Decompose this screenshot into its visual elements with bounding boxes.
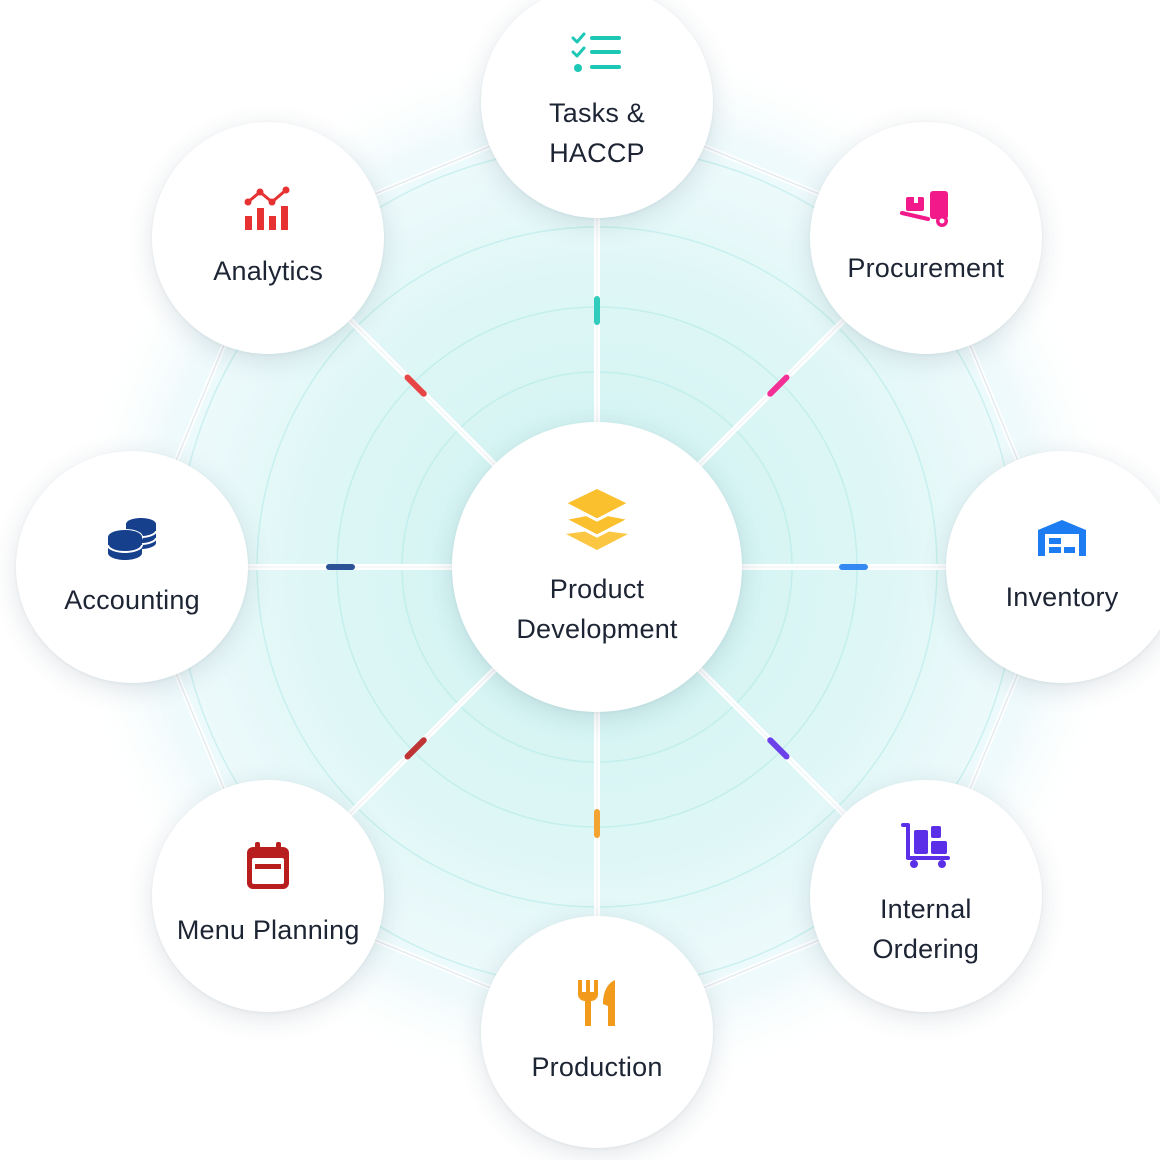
module-node-internal[interactable]: Internal Ordering	[809, 779, 1042, 1012]
warehouse-icon	[1036, 518, 1088, 563]
chart-bars-line-icon	[242, 186, 294, 237]
flow-pulse-internal	[767, 737, 790, 760]
module-node-label: Procurement	[847, 252, 1005, 283]
center-node-product-development[interactable]: Product Development	[452, 422, 742, 712]
coin-stack-icon	[105, 515, 159, 566]
flow-pulse-menu	[404, 737, 427, 760]
module-node-label: Tasks & HACCP	[549, 97, 645, 168]
fork-knife-icon	[575, 978, 619, 1033]
checklist-icon	[571, 32, 623, 79]
module-node-inventory[interactable]: Inventory	[946, 451, 1160, 683]
hand-truck-icon	[899, 189, 952, 234]
center-node-label: Product Development	[516, 573, 678, 644]
calendar-icon	[245, 841, 291, 896]
flow-pulse-analytics	[404, 374, 427, 397]
module-node-menu[interactable]: Menu Planning	[152, 779, 385, 1012]
flow-pulse-procurement	[767, 374, 790, 397]
module-node-production[interactable]: Production	[481, 916, 713, 1148]
module-node-label: Menu Planning	[176, 915, 360, 946]
module-node-label: Internal Ordering	[872, 894, 980, 965]
module-node-accounting[interactable]: Accounting	[16, 451, 248, 683]
module-node-label: Analytics	[213, 255, 324, 286]
module-node-procurement[interactable]: Procurement	[809, 122, 1042, 355]
trolley-boxes-icon	[900, 822, 952, 875]
layers-icon	[562, 486, 632, 557]
module-node-label: Inventory	[1005, 581, 1119, 612]
module-node-tasks[interactable]: Tasks & HACCP	[481, 0, 713, 218]
module-node-label: Production	[531, 1051, 663, 1082]
module-node-analytics[interactable]: Analytics	[152, 122, 385, 355]
module-node-label: Accounting	[64, 584, 200, 615]
